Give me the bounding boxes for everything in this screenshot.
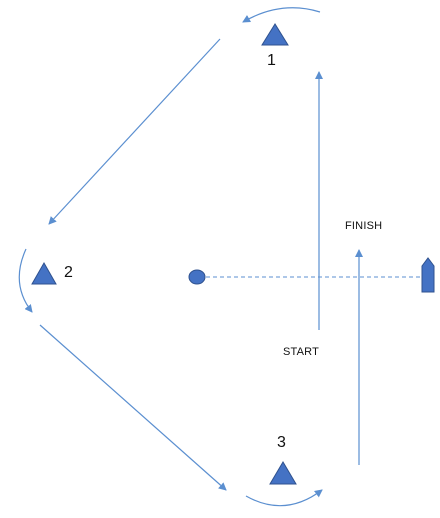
mark-1-label: 1 [267,52,276,69]
finish-label: FINISH [345,220,383,232]
mark-2-triangle-icon [31,261,57,285]
rounding-arc-mark-3 [245,489,323,507]
committee-boat-icon [421,257,435,293]
mark-3-label: 3 [277,434,286,451]
rounding-arc-mark-1 [242,7,321,23]
start-label: START [283,346,320,358]
rounding-arc-mark-2 [18,248,33,313]
pin-circle-buoy-icon [188,269,206,285]
leg-mark1-to-mark2 [48,38,221,225]
mark-2-label: 2 [64,264,73,281]
mark-1-triangle-icon [261,23,289,46]
leg-mark2-to-mark3 [39,324,227,491]
mark-3-triangle-icon [269,461,297,485]
